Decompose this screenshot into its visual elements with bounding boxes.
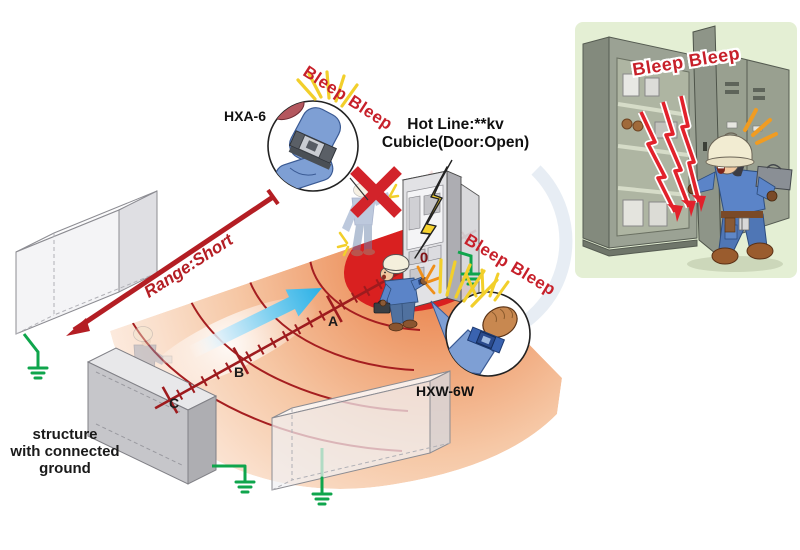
inset-lightning-bolts	[637, 95, 706, 222]
label-wrist-model: HXW-6W	[416, 383, 475, 399]
scale-label-a: A	[327, 313, 339, 329]
armband-callout-pointer	[349, 177, 369, 201]
hotline-caption: Hot Line:**kv Cubicle(Door:Open)	[368, 116, 543, 153]
inset-floor-shadow	[687, 256, 783, 272]
wrist-device-art	[446, 306, 518, 375]
alarm-rays-right	[438, 258, 499, 308]
danger-x-icon	[350, 166, 402, 218]
ground-wire-1	[22, 333, 40, 353]
scale-label-c: C	[168, 395, 180, 411]
inset-switchgear-cabinet	[582, 25, 790, 260]
earth-ground-icon-1	[27, 350, 49, 380]
inset-illustration: Bleep Bleep	[575, 22, 797, 278]
armband-device-art	[271, 101, 342, 191]
approach-direction-arrow	[189, 288, 322, 358]
grounded-structure-box-3	[271, 370, 451, 491]
inset-tool-belt	[721, 211, 763, 218]
alarm-rays-top	[296, 70, 359, 108]
lightning-bolt-icon	[414, 166, 448, 259]
scale-label-origin: 0	[419, 249, 429, 267]
inset-worker	[687, 132, 793, 265]
inset-art	[582, 25, 793, 272]
inset-helmet	[707, 134, 753, 163]
alarm-spark-icon-faded-worker	[336, 183, 400, 257]
range-indicator-line	[66, 188, 280, 336]
label-armband-model: HXA-6	[224, 108, 267, 124]
hotline-caption-line2: Cubicle(Door:Open)	[381, 134, 530, 152]
structure-caption: structure with connected ground	[4, 426, 126, 477]
grounded-structure-box-2	[86, 347, 218, 485]
grounded-structure-box-1	[15, 190, 158, 335]
hotline-caption-line1: Hot Line:**kv	[407, 116, 504, 133]
alarm-spark-icon-wrist	[416, 264, 441, 295]
scale-label-b: B	[233, 364, 245, 380]
range-arrowhead	[66, 318, 90, 336]
inset-alarm-rays	[743, 108, 778, 145]
structure-caption-line3: ground	[39, 459, 91, 477]
structure-caption-line2: with connected	[10, 442, 120, 460]
structure-caption-line1: structure	[32, 426, 98, 443]
